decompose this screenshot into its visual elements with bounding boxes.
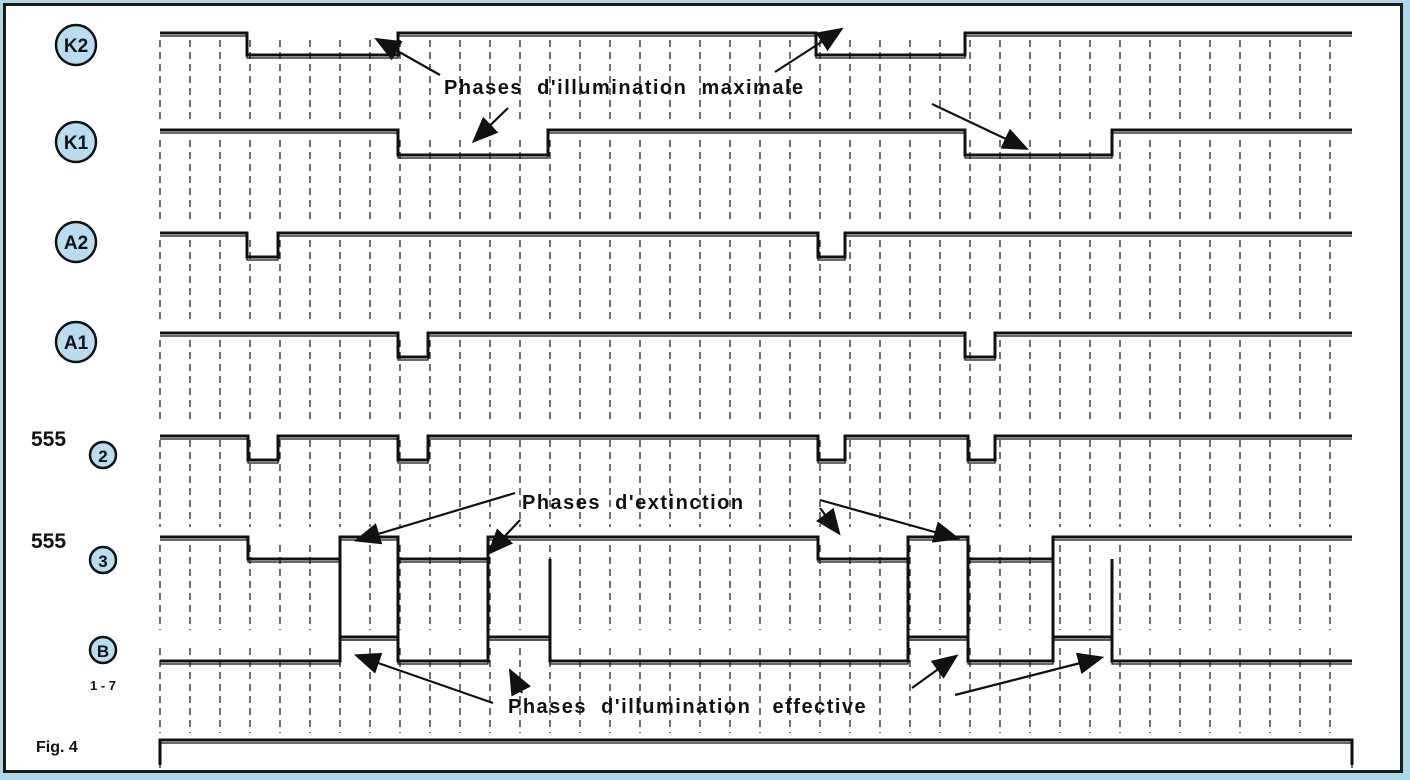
figure-caption: Fig. 4 (36, 739, 78, 756)
label-555-3-circle (88, 545, 118, 575)
waveforms (158, 31, 1354, 768)
arrow-eff-3 (911, 654, 959, 689)
label-555-2-circle (88, 440, 118, 470)
waveform-555-3-pulse-4 (1051, 559, 1114, 639)
waveform-555-3-pulse-2 (486, 559, 552, 639)
arrow-max-4 (931, 103, 1029, 150)
waveform-k1 (160, 128, 1352, 157)
label-a2-text: A2 (64, 233, 88, 254)
channel-labels: K2 K1 A2 A1 555 2 555 3 B 1 - 7 Fig (31, 23, 118, 756)
waveform-bottom-reference-shadow (159, 742, 1353, 768)
label-a1-text: A1 (64, 333, 89, 354)
dashed-grid (159, 40, 1331, 733)
label-k2-circle (54, 23, 98, 67)
label-b-circle (88, 635, 118, 665)
waveform-555-3-pulse-4-shadow (1052, 562, 1113, 641)
annotation-max-illumination: Phases d'illumination maximale (444, 77, 805, 99)
waveform-555-3-shadow (160, 539, 1352, 563)
label-555-2-sub: 2 (98, 447, 107, 466)
arrow-eff-1 (353, 652, 494, 705)
label-b-note: 1 - 7 (90, 678, 116, 693)
waveform-555-3-pulse-1 (338, 559, 400, 639)
arrow-eff-4 (954, 652, 1105, 697)
label-555-2: 555 2 (31, 428, 118, 470)
annotation-effective-illumination: Phases d'illumination effective (508, 696, 867, 718)
label-k2: K2 (54, 23, 98, 67)
arrow-max-1 (374, 37, 441, 76)
label-k1: K1 (54, 120, 98, 164)
waveform-a1-shadow (160, 335, 1352, 361)
annotation-arrows (353, 27, 1105, 705)
arrow-ext-4 (816, 507, 841, 536)
label-b: B 1 - 7 (88, 635, 118, 693)
label-555-3-sub: 3 (98, 552, 107, 571)
waveform-k2-shadow (160, 35, 1352, 59)
annotations: Phases d'illumination maximale Phases d'… (444, 77, 867, 718)
arrow-ext-1 (353, 491, 516, 545)
arrow-max-2 (471, 107, 509, 144)
waveform-555-3-pulse-3 (906, 559, 970, 639)
waveform-555-3 (160, 535, 1352, 561)
waveform-k1-shadow (160, 132, 1352, 159)
label-k2-text: K2 (64, 36, 88, 57)
waveform-555-3-pulse-2-shadow (487, 562, 551, 641)
waveform-b-shadow (160, 639, 1352, 665)
arrow-ext-3 (819, 498, 961, 543)
label-555-2-text: 555 (31, 428, 66, 451)
label-a2: A2 (54, 220, 98, 264)
waveform-555-3-pulse-1-shadow (339, 562, 399, 641)
waveform-555-2-shadow (160, 438, 1352, 464)
label-k1-text: K1 (64, 133, 89, 154)
waveform-bottom-reference (158, 738, 1354, 765)
label-555-3: 555 3 (31, 530, 118, 575)
arrow-max-3 (774, 27, 844, 73)
label-a1: A1 (54, 320, 98, 364)
arrow-eff-2 (508, 668, 531, 697)
arrow-ext-2 (486, 519, 521, 556)
annotation-extinction: Phases d'extinction (522, 492, 745, 514)
waveform-b (160, 635, 1352, 663)
waveform-555-2 (160, 434, 1352, 462)
label-555-3-text: 555 (31, 530, 66, 553)
label-b-text: B (97, 642, 109, 661)
waveform-a2-shadow (160, 235, 1352, 261)
label-a1-circle (54, 320, 98, 364)
label-a2-circle (54, 220, 98, 264)
label-k1-circle (54, 120, 98, 164)
waveform-555-3-pulse-3-shadow (907, 562, 969, 641)
